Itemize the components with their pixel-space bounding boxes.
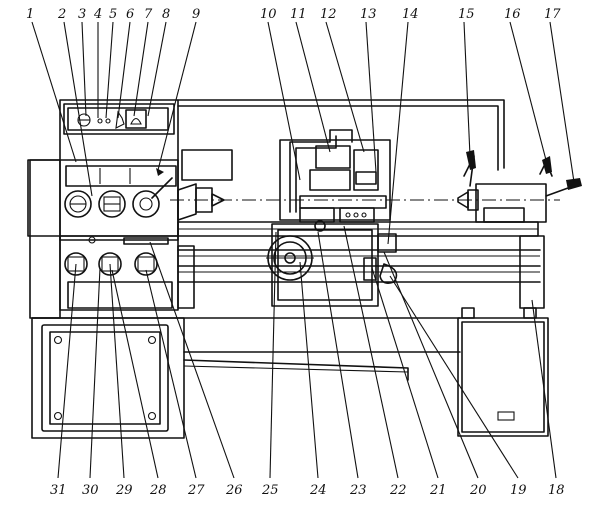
leader-lines-top (31, 21, 575, 245)
callout-21: 21 (429, 483, 447, 498)
callout-24: 24 (309, 483, 327, 498)
callout-20: 20 (469, 483, 487, 498)
callout-3: 3 (78, 7, 86, 22)
callout-5: 5 (109, 7, 117, 22)
callout-15: 15 (458, 7, 475, 22)
callout-8: 8 (162, 7, 170, 22)
callout-12: 12 (320, 7, 337, 22)
callout-28: 28 (149, 483, 167, 498)
callout-18: 18 (548, 483, 565, 498)
callouts-top: 1 2 3 4 5 6 7 8 9 10 11 12 13 14 15 16 1… (26, 7, 561, 22)
callout-10: 10 (260, 7, 277, 22)
tailstock (457, 150, 582, 223)
callout-9: 9 (192, 7, 200, 22)
callouts-bottom: 31 30 29 28 27 26 25 24 23 22 21 20 19 1… (50, 483, 565, 498)
callout-11: 11 (290, 7, 307, 22)
callout-4: 4 (93, 7, 102, 22)
bed-base (31, 317, 461, 381)
callout-25: 25 (261, 483, 279, 498)
callout-1: 1 (26, 7, 34, 22)
callout-23: 23 (349, 483, 367, 498)
callout-2: 2 (57, 7, 66, 22)
leader-lines-bottom (57, 225, 557, 479)
callout-29: 29 (115, 483, 133, 498)
left-stand (31, 317, 185, 439)
headstock (27, 99, 233, 319)
callout-19: 19 (510, 483, 527, 498)
right-stand (457, 307, 549, 437)
callout-13: 13 (360, 7, 377, 22)
callout-16: 16 (504, 7, 521, 22)
callout-27: 27 (187, 483, 205, 498)
bed-ways (177, 221, 545, 309)
callout-31: 31 (50, 483, 67, 498)
callout-22: 22 (389, 483, 407, 498)
callout-7: 7 (144, 7, 153, 22)
callout-26: 26 (225, 483, 243, 498)
callout-14: 14 (402, 7, 419, 22)
carriage (266, 129, 398, 307)
top-guard (177, 99, 505, 171)
callout-6: 6 (126, 7, 134, 22)
spindle (170, 183, 560, 221)
callout-30: 30 (82, 483, 99, 498)
callout-17: 17 (544, 7, 561, 22)
